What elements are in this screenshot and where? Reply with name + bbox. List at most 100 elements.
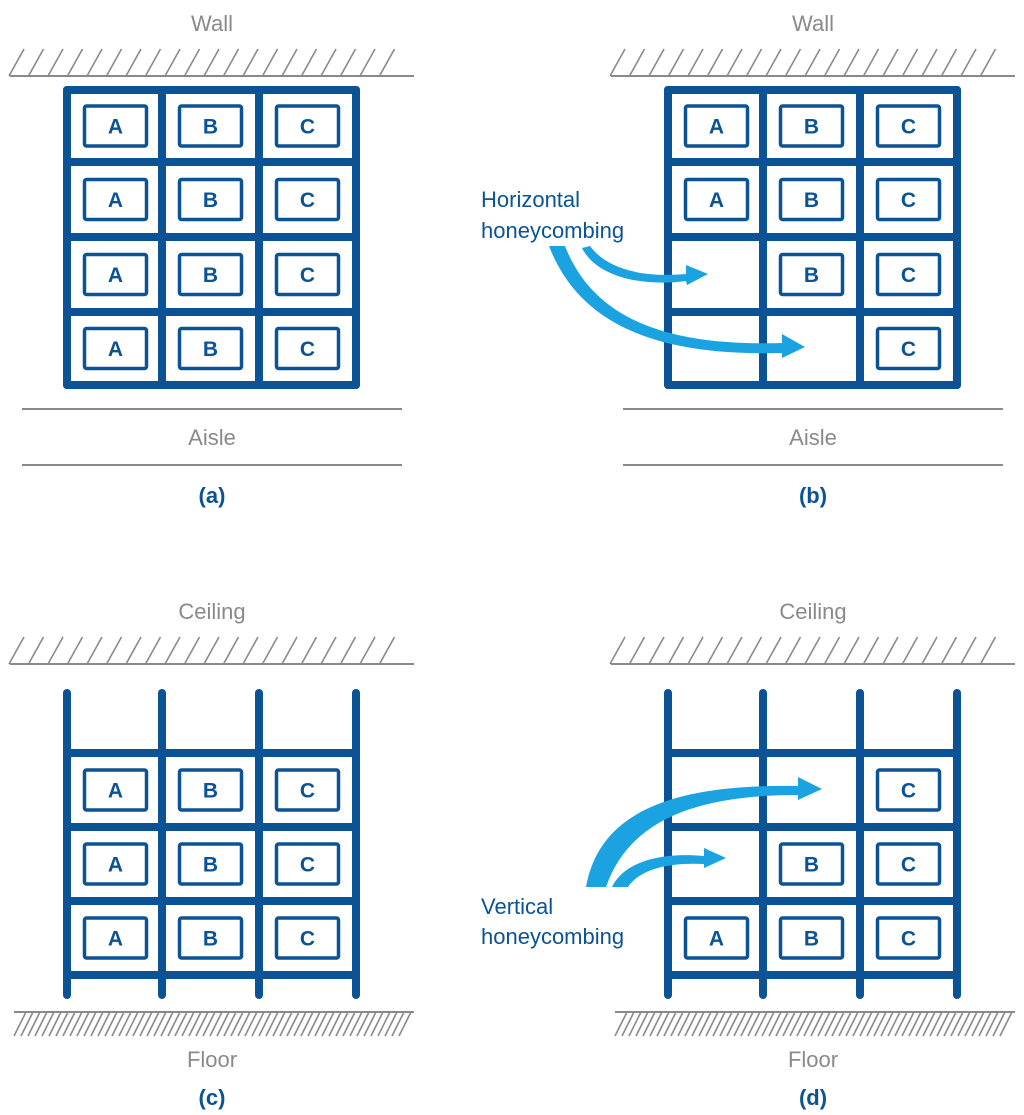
pallet-box: [274, 768, 341, 812]
hatch-mark: [391, 1011, 405, 1037]
wall-hatch: [609, 48, 1015, 77]
hatch-mark: [258, 1011, 272, 1037]
hatch-mark: [105, 48, 123, 77]
pallet-box: [177, 768, 244, 812]
hatch-mark: [789, 1011, 803, 1037]
caption-d: (d): [799, 1085, 827, 1110]
pallet-box: [778, 104, 845, 148]
aisle-label: Aisle: [789, 425, 837, 450]
pallet-box: [177, 252, 244, 297]
pallet-label: A: [108, 116, 123, 139]
hatch-mark: [957, 1011, 971, 1037]
pallet-box: [82, 916, 149, 960]
hatch-mark: [670, 1011, 684, 1037]
pallet-box: [274, 916, 341, 960]
pallet-label: A: [709, 116, 724, 139]
hatch-mark: [915, 1011, 929, 1037]
hatch-mark: [940, 48, 958, 77]
hatch-mark: [203, 48, 220, 77]
hatch-mark: [86, 636, 103, 665]
hatch-mark: [979, 48, 997, 77]
pallet-label: B: [804, 928, 819, 951]
hatch-mark: [314, 1011, 328, 1037]
pallet-label: A: [108, 338, 123, 361]
hatch-mark: [118, 1011, 132, 1037]
hatch-mark: [712, 1011, 726, 1037]
pallet-box: [177, 104, 244, 148]
pallet-box: [274, 177, 341, 222]
pallet-box: [875, 916, 942, 960]
hatch-mark: [747, 1011, 761, 1037]
hatch-mark: [691, 1011, 705, 1037]
pallet-box: [875, 768, 942, 812]
pallet-box: [177, 177, 244, 222]
hatch-mark: [378, 48, 396, 77]
hatch-mark: [979, 636, 997, 665]
pallet-label: A: [108, 854, 123, 877]
hatch-mark: [62, 1011, 76, 1037]
hatch-mark: [698, 1011, 712, 1037]
pallet-box: [82, 177, 149, 222]
pallet-label: B: [804, 116, 819, 139]
hatch-mark: [922, 1011, 936, 1037]
pallet-label: C: [300, 780, 315, 803]
hatch-mark: [964, 1011, 978, 1037]
caption-c: (c): [199, 1085, 226, 1110]
pallet-box: [177, 842, 244, 886]
hatch-mark: [188, 1011, 202, 1037]
hatch-mark: [261, 636, 279, 665]
hatch-mark: [335, 1011, 349, 1037]
pallet-box: [82, 252, 149, 297]
hatch-mark: [908, 1011, 922, 1037]
hatch-mark: [901, 636, 919, 665]
hatch-mark: [726, 48, 743, 77]
hatch-mark: [47, 48, 64, 77]
hatch-mark: [765, 48, 782, 77]
pallet-label: C: [300, 928, 315, 951]
hatch-mark: [740, 1011, 754, 1037]
pallet-label: C: [901, 928, 916, 951]
hatch-mark: [768, 1011, 782, 1037]
hatch-mark: [971, 1011, 985, 1037]
hatch-mark: [66, 48, 84, 77]
hatch-mark: [845, 1011, 859, 1037]
hatch-mark: [286, 1011, 300, 1037]
hatch-mark: [223, 1011, 237, 1037]
hatch-mark: [705, 1011, 719, 1037]
hatch-mark: [398, 1011, 412, 1037]
pallet-box: [875, 104, 942, 148]
hatch-mark: [342, 1011, 356, 1037]
pallet-label: B: [804, 854, 819, 877]
hatch-mark: [265, 1011, 279, 1037]
pallet-label: B: [804, 264, 819, 287]
hatch-mark: [940, 636, 958, 665]
hatch-mark: [823, 48, 841, 77]
pallet-label: A: [108, 780, 123, 803]
hatch-mark: [339, 48, 357, 77]
pallet-box: [875, 252, 942, 297]
hatch-mark: [125, 1011, 139, 1037]
ceiling-hatch: [8, 636, 414, 665]
hatch-mark: [859, 1011, 873, 1037]
pallet-box: [82, 326, 149, 371]
hatch-mark: [105, 636, 123, 665]
hatch-mark: [83, 1011, 97, 1037]
hatch-mark: [261, 48, 279, 77]
note-line-1: Vertical: [481, 894, 553, 919]
hatch-mark: [97, 1011, 111, 1037]
hatch-mark: [27, 636, 45, 665]
pallet-box: [274, 252, 341, 297]
hatch-mark: [20, 1011, 34, 1037]
hatch-mark: [195, 1011, 209, 1037]
pallet-label: B: [203, 264, 218, 287]
hatch-mark: [852, 1011, 866, 1037]
pallet-label: C: [901, 189, 916, 212]
vertical-honeycombing-annotation: Vertical honeycombing: [481, 777, 822, 949]
hatch-mark: [817, 1011, 831, 1037]
hatch-mark: [901, 1011, 915, 1037]
hatch-mark: [667, 636, 685, 665]
